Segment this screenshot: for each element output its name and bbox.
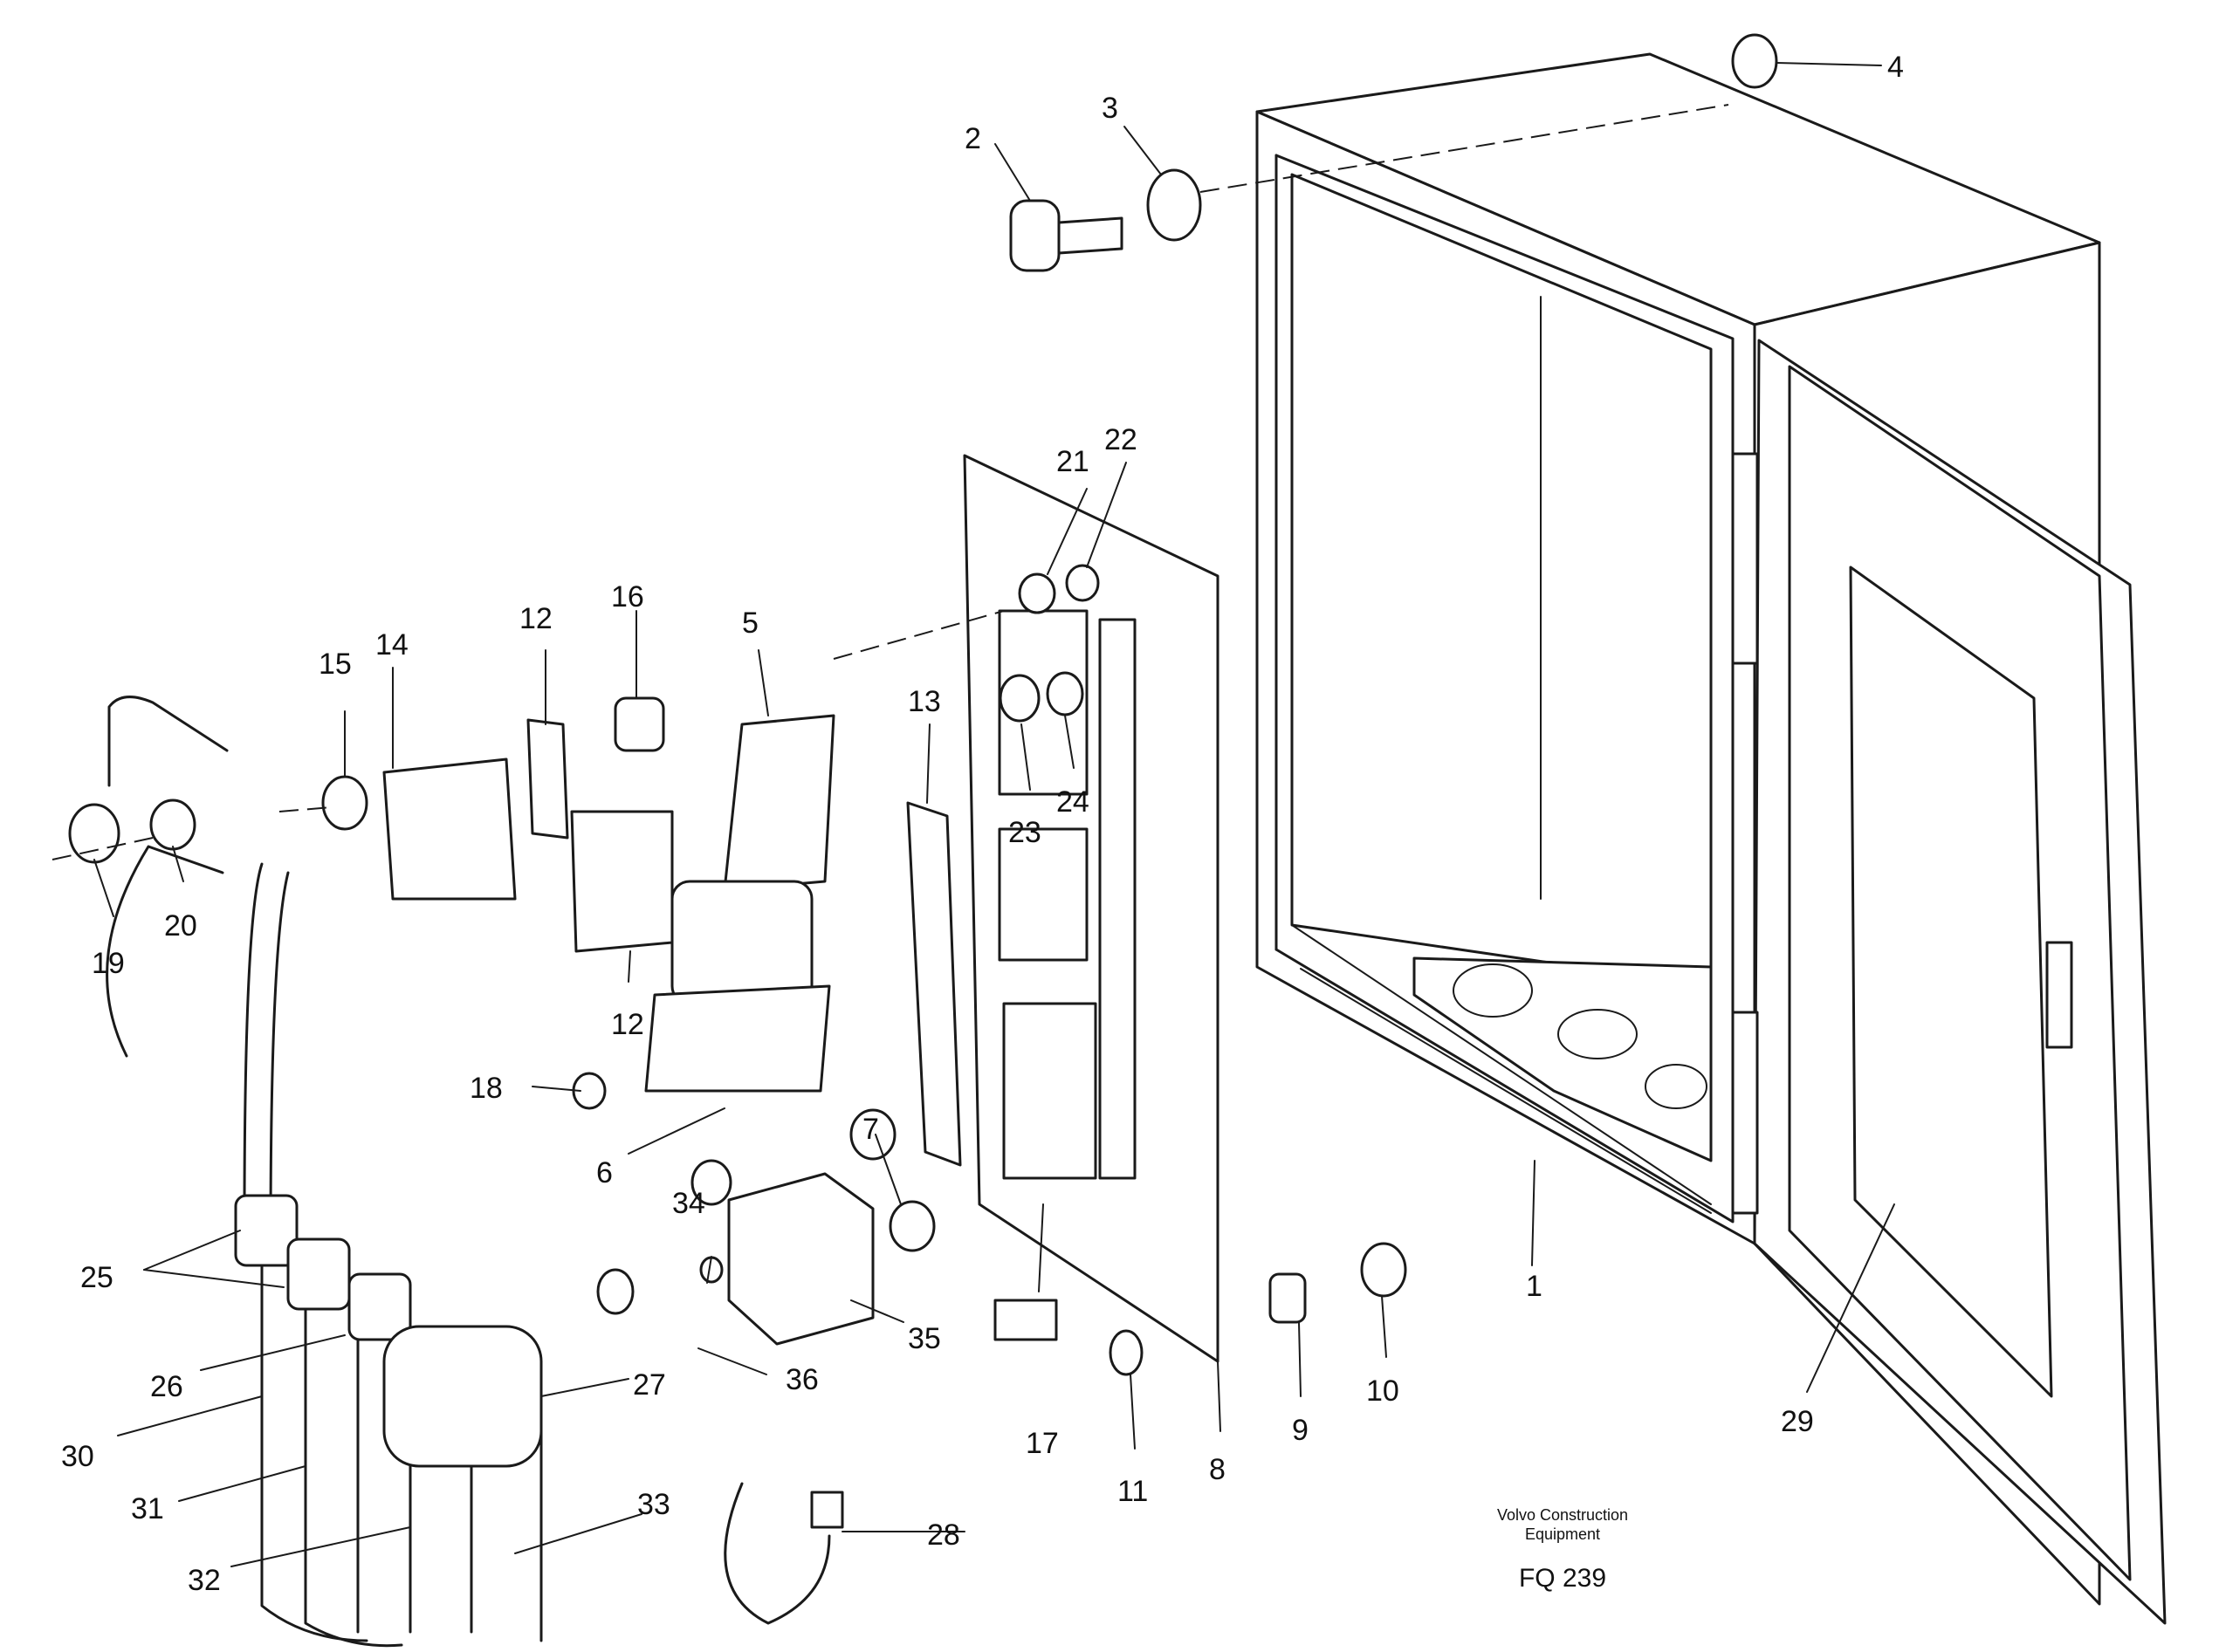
label-part-20: 20 (164, 909, 197, 943)
assembly-lines (52, 104, 1729, 860)
label-part-7: 7 (862, 1113, 879, 1146)
label-part-13: 13 (908, 685, 941, 718)
label-part-10: 10 (1366, 1374, 1399, 1408)
label-part-36: 36 (786, 1363, 819, 1396)
label-part-14: 14 (375, 628, 409, 661)
caption-company-line1: Volvo Construction (1497, 1506, 1628, 1524)
caption-company-line2: Equipment (1525, 1525, 1600, 1543)
part-labels: 2 3 4 5 15 14 12 16 13 21 22 23 24 19 20… (61, 51, 1904, 1597)
label-part-1: 1 (1526, 1270, 1542, 1303)
label-part-8: 8 (1209, 1453, 1226, 1486)
label-part-16: 16 (611, 580, 644, 614)
label-part-27: 27 (633, 1368, 666, 1402)
label-part-32: 32 (188, 1564, 221, 1597)
terminal-strip (906, 801, 962, 1167)
label-part-21: 21 (1056, 445, 1089, 478)
label-part-15: 15 (319, 648, 352, 681)
relay-assembly (644, 714, 835, 1093)
label-part-2: 2 (965, 122, 981, 155)
label-part-4: 4 (1887, 51, 1904, 84)
label-part-25: 25 (80, 1261, 113, 1294)
label-part-12-top: 12 (519, 602, 553, 635)
label-part-28: 28 (927, 1518, 960, 1552)
label-part-35: 35 (908, 1322, 941, 1355)
leader-lines (93, 62, 1895, 1567)
label-part-33: 33 (637, 1488, 670, 1521)
label-part-22: 22 (1104, 423, 1137, 456)
label-part-9: 9 (1292, 1414, 1309, 1447)
label-part-19: 19 (92, 947, 125, 980)
label-part-24: 24 (1056, 785, 1089, 819)
cable-tie (724, 1482, 844, 1625)
label-part-11: 11 (1117, 1475, 1148, 1508)
label-part-30: 30 (61, 1440, 94, 1473)
label-part-23: 23 (1008, 816, 1041, 849)
link-plates (382, 718, 674, 953)
label-part-29: 29 (1781, 1405, 1814, 1438)
label-part-12-bottom: 12 (611, 1008, 644, 1041)
label-part-6-right: 6 (596, 1156, 613, 1189)
label-part-34: 34 (672, 1187, 705, 1220)
label-part-5: 5 (742, 607, 759, 640)
caption-figure-code: FQ 239 (1519, 1564, 1606, 1593)
cabinet-door (1731, 339, 2167, 1625)
label-part-26: 26 (150, 1370, 183, 1403)
figure-caption: Volvo Construction Equipment FQ 239 (1497, 1506, 1628, 1593)
cable-glands (234, 1194, 543, 1468)
label-part-18: 18 (470, 1072, 503, 1105)
hardware-parts (68, 33, 1778, 1376)
label-part-17: 17 (1026, 1427, 1059, 1460)
label-part-3: 3 (1102, 92, 1118, 125)
label-part-31: 31 (131, 1492, 164, 1525)
timer-box (727, 1172, 875, 1346)
